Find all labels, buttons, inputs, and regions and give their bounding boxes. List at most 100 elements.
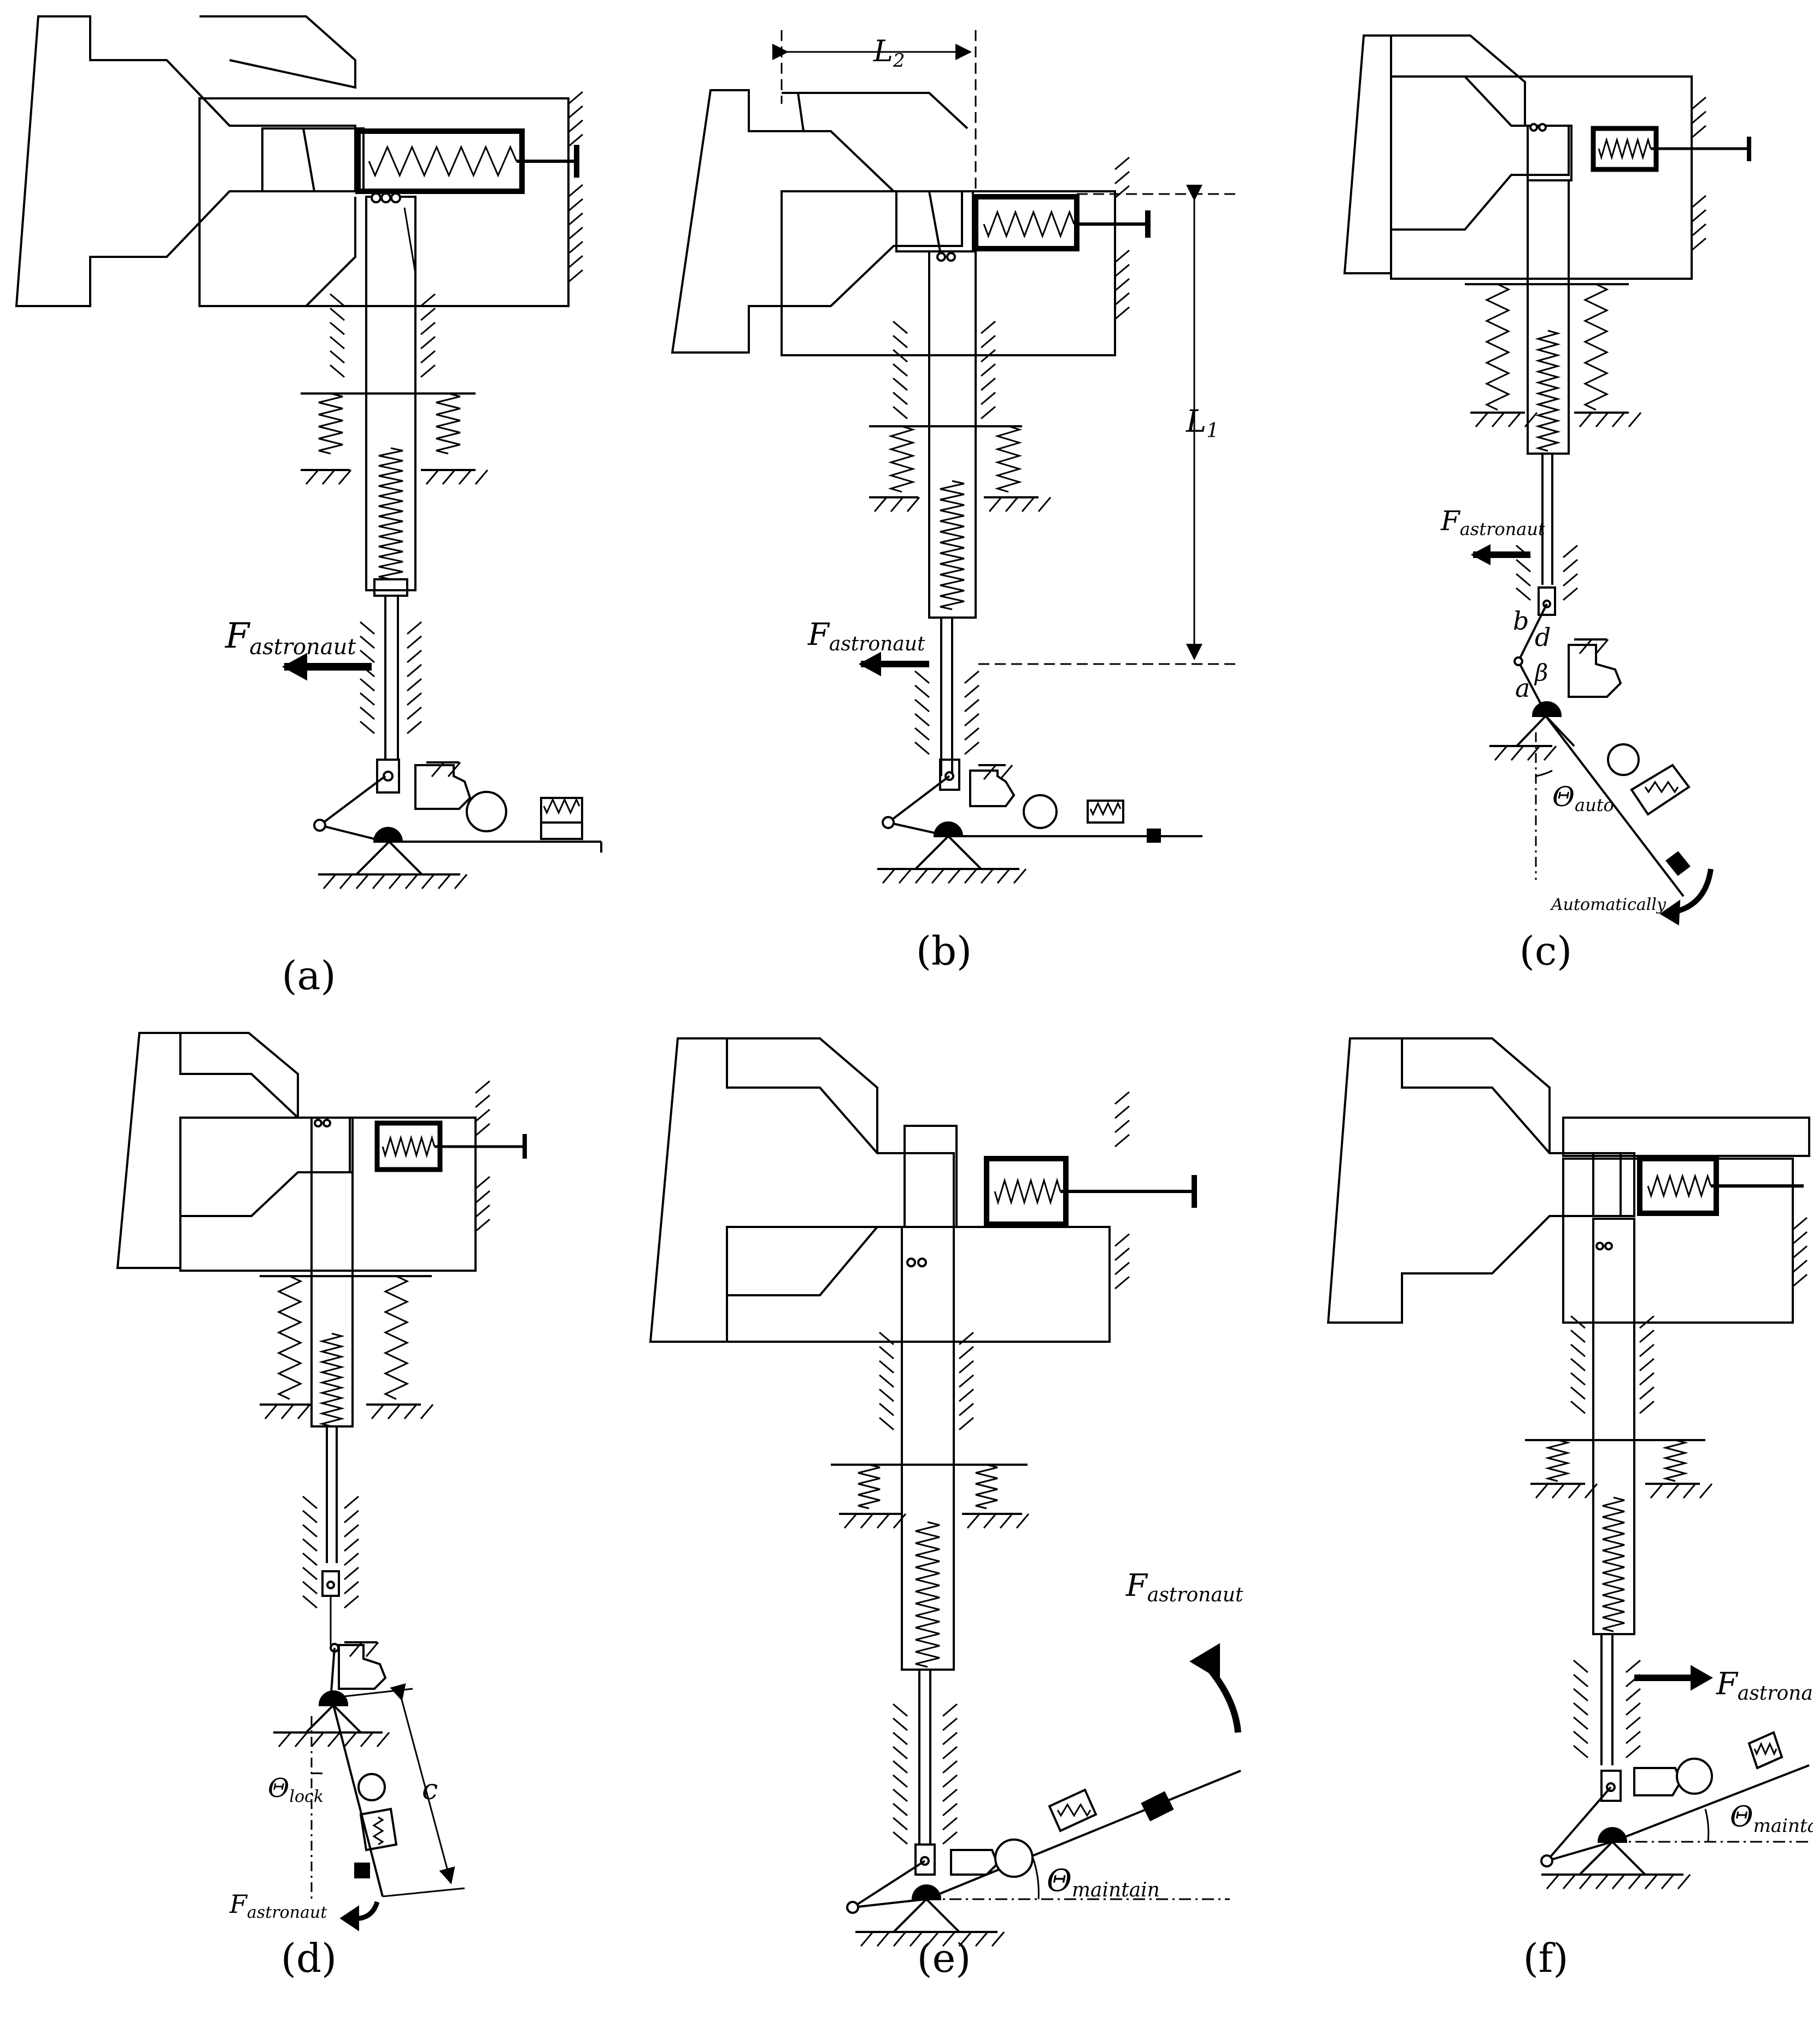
ground-hatch (321, 469, 336, 485)
hub-e (911, 1884, 942, 1900)
ground-hatch (280, 1404, 295, 1419)
hatch-e (879, 1417, 894, 1431)
dim-c-line (390, 1683, 455, 1884)
shaft-f (1592, 1218, 1635, 1635)
hatch-b (1114, 306, 1130, 320)
hatch-d (302, 1538, 318, 1552)
ground-hatch (322, 874, 337, 889)
weight-e (1141, 1791, 1174, 1822)
hatch-a (407, 663, 422, 678)
theta-auto-arc (1535, 770, 1553, 777)
hatch-c (1691, 223, 1706, 237)
ground-hatch (876, 1931, 890, 1947)
side-spring-a (436, 392, 461, 455)
hatch-e (959, 1402, 974, 1417)
force-arrowhead-b (858, 651, 881, 677)
ground-hatch (925, 1931, 940, 1947)
caption-e: (e) (917, 1935, 971, 1981)
ground-hatch (964, 868, 978, 884)
hatch-b (914, 670, 930, 684)
spring-box-e (1048, 1788, 1098, 1832)
ground-hatch (474, 469, 489, 485)
latch-spring-e (994, 1177, 1061, 1206)
latch-spring-d (382, 1135, 436, 1159)
hatch-e (893, 1746, 908, 1760)
ground-hatch (1666, 1483, 1680, 1499)
hatch-e (942, 1717, 958, 1731)
hatch-f (1792, 1259, 1808, 1273)
pin-f (1595, 1242, 1604, 1250)
lever-e (852, 1860, 927, 1908)
hatch-b (964, 713, 979, 727)
hatch-f (1626, 1673, 1641, 1688)
ground-hatch (387, 1404, 401, 1419)
pivot-pin (313, 819, 326, 832)
hatch-c (1563, 573, 1578, 587)
hatch-d (302, 1524, 318, 1538)
panel-b (671, 30, 1235, 884)
lever-f (1546, 1786, 1613, 1862)
force-label-f: Fastronaut (1716, 1666, 1813, 1705)
hatch-e (879, 1346, 894, 1360)
hatch-c (1691, 125, 1706, 139)
hatch-a (407, 678, 422, 692)
shaft-spring-e (915, 1521, 940, 1668)
theta-auto-label: Θauto (1552, 781, 1614, 815)
hatch-f (1570, 1358, 1586, 1372)
ground-b (913, 835, 984, 870)
side-spring-f (1545, 1439, 1571, 1482)
ground-hatch (893, 1513, 907, 1529)
body-d-top (180, 1032, 299, 1118)
shaft-spring-f (1602, 1496, 1625, 1632)
force-label-a: Fastronaut (225, 616, 356, 660)
hatch-b (1114, 292, 1130, 306)
gate-e (903, 1125, 958, 1228)
hatch-b (981, 406, 996, 420)
rotation-arrowhead-e (1189, 1643, 1220, 1680)
ground-hatch (947, 868, 961, 884)
hatch-e (1114, 1119, 1130, 1133)
hatch-d (344, 1509, 359, 1524)
hatch-d (475, 1123, 490, 1137)
ground-hatch (983, 765, 997, 780)
roller-a (466, 791, 507, 832)
spring-box-b-spring (1089, 801, 1122, 817)
ground-hatch (1699, 1483, 1713, 1499)
hatch-b (914, 684, 930, 698)
body-b (671, 89, 963, 354)
ground-hatch (1628, 1874, 1642, 1889)
hatch-a (330, 293, 345, 307)
ground-hatch (1527, 745, 1541, 761)
var-a-label: a (1515, 673, 1530, 703)
slider-f (1600, 1770, 1622, 1802)
shaft-c (1527, 179, 1570, 455)
panel-f (1327, 1037, 1810, 1889)
force-label-d: Fastronaut (229, 1889, 327, 1922)
hatch-f (1570, 1343, 1586, 1358)
ground-hatch (980, 868, 994, 884)
latch-cup-a (355, 128, 525, 194)
hatch-f (1626, 1659, 1641, 1673)
hatch-b (981, 391, 996, 406)
arm-f (1612, 1764, 1810, 1843)
hatch-a (568, 184, 583, 198)
ground-hatch (1021, 497, 1035, 512)
hatch-f (1639, 1343, 1654, 1358)
ground-hatch (1568, 1483, 1582, 1499)
hatch-b (914, 727, 930, 741)
gate-a (261, 127, 365, 192)
hatch-f (1573, 1745, 1588, 1759)
theta-lock-label: Θlock (268, 1773, 324, 1806)
hatch-c (1691, 96, 1706, 110)
hatch-b (893, 349, 908, 363)
ground-hatch (890, 497, 904, 512)
hatch-a (330, 364, 345, 378)
shaft-spring-c (1535, 330, 1561, 452)
side-spring-b (888, 425, 916, 493)
hatch-a (407, 720, 422, 735)
ground-hatch (310, 1732, 325, 1747)
ground-hatch (1584, 1483, 1598, 1499)
ground-hatch (442, 469, 456, 485)
body-d (116, 1032, 351, 1269)
body-f (1327, 1037, 1622, 1324)
